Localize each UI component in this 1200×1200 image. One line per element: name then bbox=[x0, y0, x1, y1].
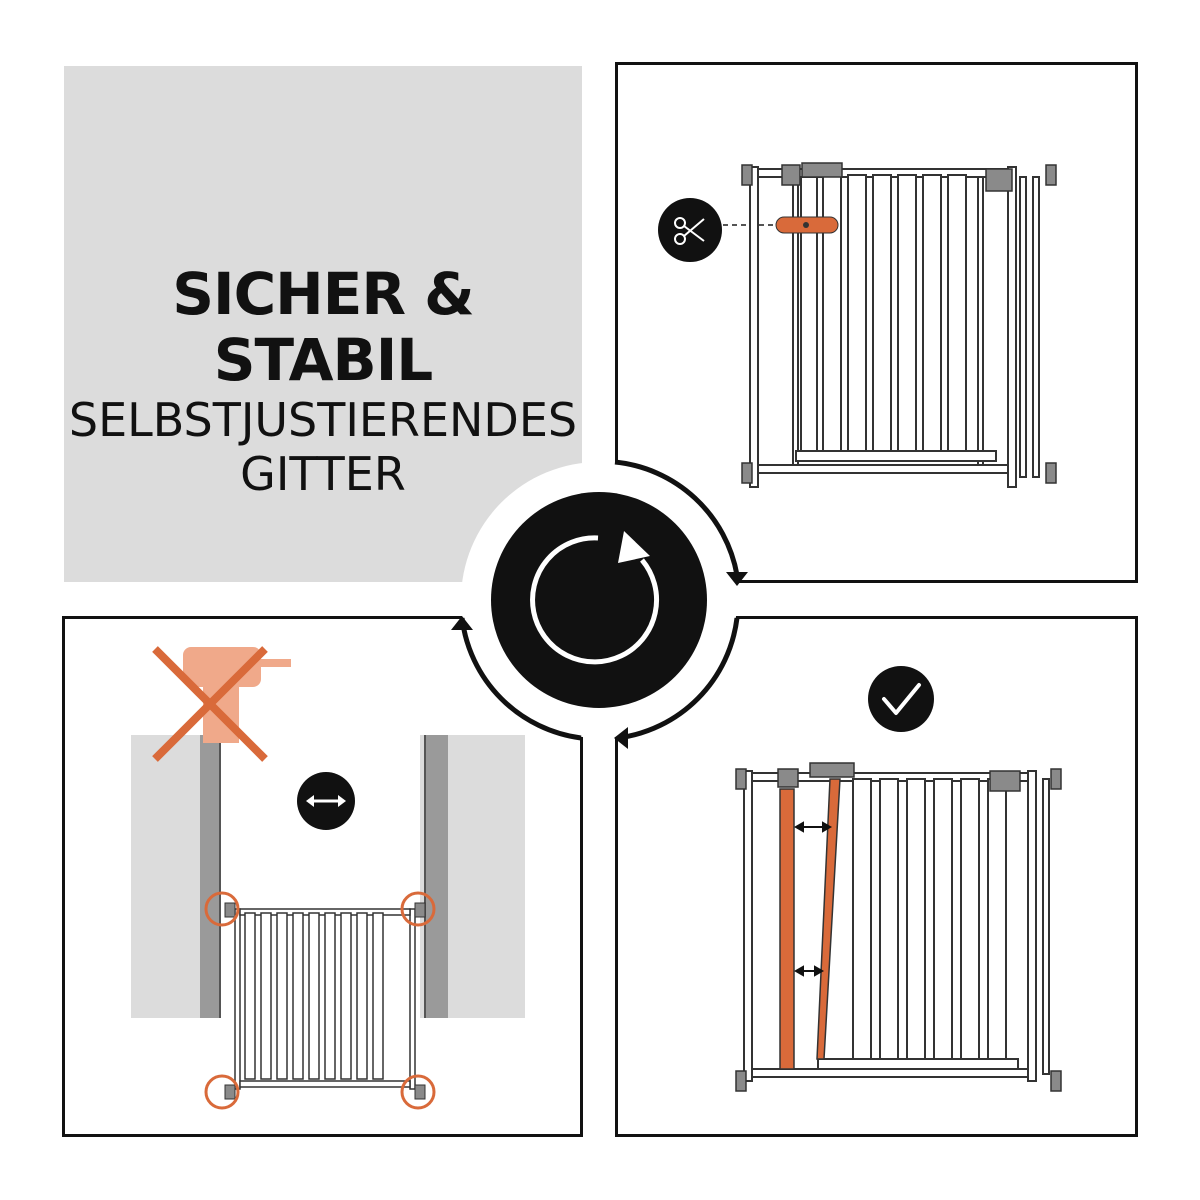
headline: SICHER & STABIL SELBSTJUSTIERENDES GITTE… bbox=[64, 261, 582, 501]
gate-illustration-cut bbox=[658, 162, 1057, 488]
step-panel-check bbox=[615, 616, 1138, 1137]
scissors-icon bbox=[658, 198, 722, 262]
gate-illustration-walls bbox=[131, 646, 525, 1110]
step-panel-walls bbox=[62, 616, 583, 1137]
checkmark-icon bbox=[868, 666, 934, 732]
crossed-drill-icon bbox=[152, 646, 291, 762]
headline-line-2: STABIL bbox=[213, 326, 433, 394]
headline-line-1: SICHER & bbox=[172, 260, 475, 328]
subheadline-line-2: GITTER bbox=[240, 447, 406, 501]
gate-illustration-check bbox=[735, 666, 1062, 1092]
title-panel: SICHER & STABIL SELBSTJUSTIERENDES GITTE… bbox=[64, 66, 582, 582]
double-arrow-icon bbox=[297, 772, 355, 830]
step-panel-cut bbox=[615, 62, 1138, 583]
subheadline-line-1: SELBSTJUSTIERENDES bbox=[68, 393, 578, 447]
